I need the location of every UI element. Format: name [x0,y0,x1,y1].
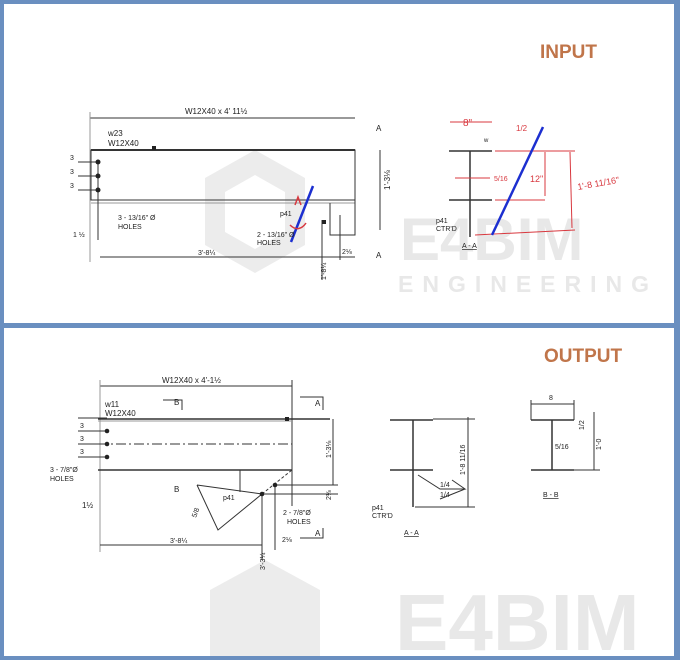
output-holes-left: 3 - 7/8"Ø [50,467,78,474]
input-mark: w23 [107,129,123,138]
output-bb-flange-thk: 1/2 [579,420,586,430]
output-bb-web: 5/16 [555,444,569,451]
input-length: 3'-8¼ [198,250,215,257]
watermark-logo [210,560,320,656]
input-section-aa [449,150,492,237]
watermark-brand: E4BIM [400,206,583,273]
input-aa-tag: w [483,138,489,144]
output-drawing: E4BIM W12X40 x 4'-1½ w11 W12X40 3 3 [50,376,640,656]
output-beam-elevation [78,380,338,560]
output-cut-a-bottom: A [315,529,321,538]
input-aa-web: 5/16 [494,176,508,183]
input-aa-flange-width: 8" [463,118,473,129]
input-blue-markup [289,185,315,243]
watermark-tagline: ENGINEERING SERV [398,271,674,297]
input-aa-plate: p41 [436,218,448,225]
input-dim-bottom: 1'-8¼ [321,263,328,280]
output-holes-left-2: HOLES [50,476,74,483]
output-panel: E4BIM W12X40 x 4'-1½ w11 W12X40 3 3 [4,328,674,656]
input-aa-flange-thk: 1/2 [516,124,528,133]
input-label: INPUT [540,42,597,63]
output-mark: w11 [104,400,120,409]
output-dim-side: 2⅛ [326,490,333,500]
output-edge: 1½ [82,501,93,510]
output-aa-plate-ctrd: CTR'D [372,513,393,520]
watermark-brand: E4BIM [395,578,640,656]
input-drawing: E4BIM ENGINEERING SERV W12X40 x 4' 11½ w… [70,107,674,297]
input-section: W12X40 [108,139,139,148]
output-cut-a-top: A [315,399,321,408]
input-cut-bottom: A [376,251,382,260]
input-aa-overall: 1'-8 11/16" [577,175,620,192]
input-beam-elevation [78,112,381,280]
output-spacing-3: 3 [80,449,84,456]
output-length: 3'-8¼ [170,538,187,545]
output-holes-right-2: HOLES [287,519,311,526]
output-aa-title: A - A [404,530,419,537]
input-elev-title: W12X40 x 4' 11½ [185,107,248,116]
output-section: W12X40 [105,409,136,418]
input-holes-right-2: HOLES [257,240,281,247]
input-dim-right: 2⅛ [342,249,352,256]
output-aa-weld-1: 1/4 [440,482,450,489]
watermark-logo [205,150,305,273]
output-depth: 1'-3⅛ [326,441,333,458]
input-spacing-2: 3 [70,169,74,176]
output-spacing-2: 3 [80,436,84,443]
input-spacing-3: 3 [70,183,74,190]
input-cut-top: A [376,124,382,133]
output-bevel: 5/8 [191,507,201,519]
output-aa-plate: p41 [372,505,384,512]
input-depth: 1'-3⅛ [383,170,392,190]
output-elev-title: W12X40 x 4'-1½ [162,376,221,385]
input-edge: 1 ½ [73,231,85,239]
output-dim-bottom: 3'-3¼ [260,553,267,570]
input-plate: p41 [280,211,292,218]
output-bb-depth: 1'-0 [596,438,603,450]
output-spacing-1: 3 [80,423,84,430]
output-bb-flange-width: 8 [549,395,553,402]
output-aa-weld-2: 1/4 [440,492,450,499]
input-spacing-1: 3 [70,155,74,162]
output-bb-title: B - B [543,492,559,499]
output-dim-right: 2⅛ [282,537,292,544]
output-cut-b-top: B [174,398,179,407]
input-aa-depth: 12" [530,174,543,184]
output-aa-overall: 1'-8 11/16 [460,444,467,475]
output-plate: p41 [223,495,235,502]
input-holes-left: 3 - 13/16" Ø [118,215,156,222]
output-holes-right: 2 - 7/8"Ø [283,510,311,517]
output-section-bb [530,400,600,471]
input-red-markup [289,194,307,230]
input-section-blue-markup [490,126,545,236]
output-section-aa [390,417,475,508]
input-aa-plate-ctrd: CTR'D [436,226,457,233]
input-holes-left-2: HOLES [118,224,142,231]
output-label: OUTPUT [544,346,623,367]
input-panel: E4BIM ENGINEERING SERV W12X40 x 4' 11½ w… [4,4,674,323]
output-cut-b-bottom: B [174,485,179,494]
input-holes-right: 2 - 13/16" Ø [257,232,295,239]
input-aa-title: A - A [462,243,477,250]
